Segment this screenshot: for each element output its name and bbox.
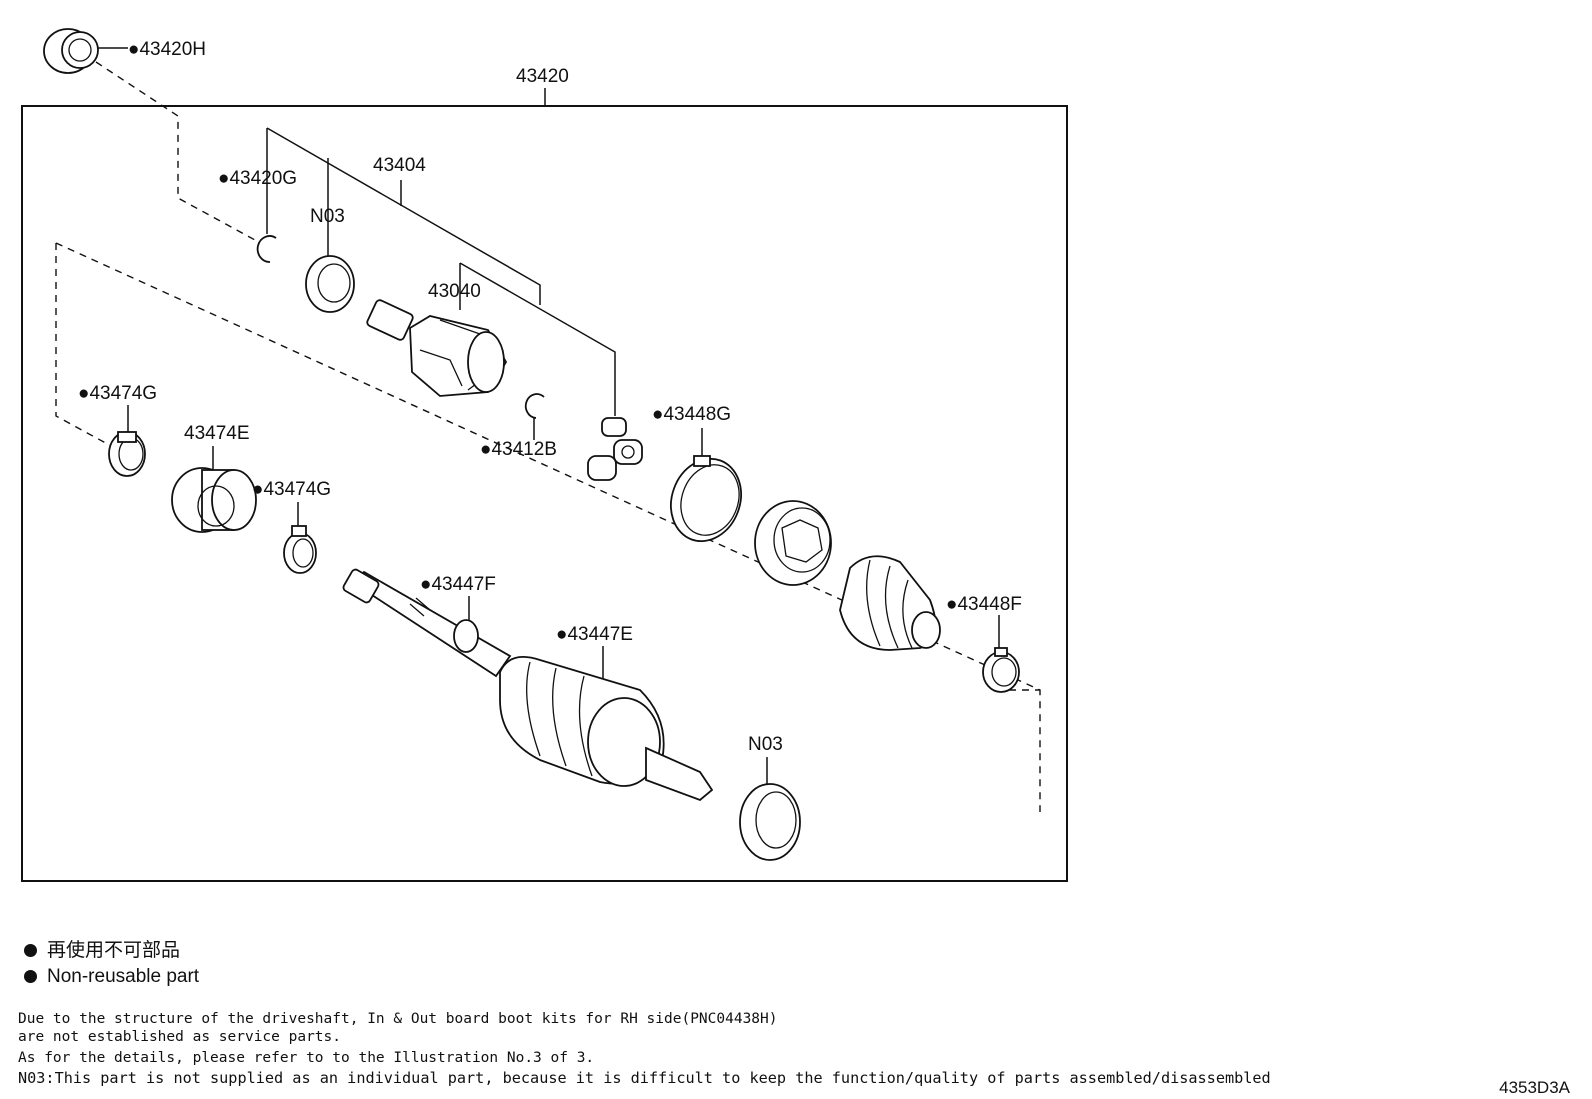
- note-line-2: are not established as service parts.: [18, 1029, 342, 1045]
- label-snap-ring-outer: ●43420G: [218, 168, 297, 189]
- snap-ring-inner: [524, 393, 545, 419]
- leader-lines: [98, 47, 1000, 786]
- label-clamp-left-upper: ●43474G: [78, 383, 157, 404]
- legend-jp-text: 再使用不可部品: [47, 940, 181, 961]
- inner-boot-adapter: [754, 500, 832, 586]
- note-line-4: N03:This part is not supplied as an indi…: [18, 1069, 1271, 1087]
- part-labels: 43420 ●43420H ●43420G 43404 N03 43040 ●4…: [78, 39, 1022, 755]
- label-boot-clamp-shaft: ●43447F: [420, 574, 496, 595]
- damper: [171, 467, 257, 533]
- label-inboard-joint: 43040: [428, 281, 481, 302]
- note-line-3: As for the details, please refer to to t…: [18, 1050, 595, 1066]
- legend-jp: 再使用不可部品: [24, 940, 180, 962]
- illustration-code: 4353D3A: [1499, 1078, 1570, 1097]
- dashed-guide-lines: [55, 61, 1041, 812]
- label-clamp-left-lower: ●43474G: [252, 479, 331, 500]
- label-assembly: 43420: [516, 66, 569, 87]
- inner-boot-bellows: [839, 555, 941, 651]
- boot-clamp-large: [670, 455, 742, 543]
- bullet-icon: [24, 970, 37, 983]
- outboard-joint: [499, 656, 714, 802]
- label-shaft-assy: 43404: [373, 155, 426, 176]
- label-boot-outer: ●43447E: [556, 624, 633, 645]
- boot-clamp-small-inner: [982, 647, 1020, 693]
- label-dust-seal-upper: N03: [310, 206, 345, 227]
- end-seal-ring: [43, 28, 99, 74]
- note-line-1: Due to the structure of the driveshaft, …: [18, 1011, 778, 1027]
- label-boot-clamp-large-inner: ●43448G: [652, 404, 731, 425]
- clamp-left-lower: [283, 525, 317, 574]
- legend-en-text: Non-reusable part: [47, 966, 200, 987]
- label-damper: 43474E: [184, 423, 250, 444]
- inboard-joint-housing: [366, 299, 508, 397]
- snap-ring-outer: [256, 235, 277, 263]
- legend-en: Non-reusable part: [24, 966, 199, 988]
- bullet-icon: [24, 944, 37, 957]
- dust-seal-lower: [739, 783, 801, 861]
- tripod-spider: [587, 417, 643, 481]
- drive-shaft: [342, 568, 512, 678]
- label-boot-clamp-small-inner: ●43448F: [946, 594, 1022, 615]
- dust-seal-upper: [305, 255, 355, 313]
- label-dust-seal-lower: N03: [748, 734, 783, 755]
- clamp-left-upper: [108, 431, 146, 477]
- label-end-seal-kit: ●43420H: [128, 39, 206, 60]
- label-snap-ring-inner: ●43412B: [480, 439, 557, 460]
